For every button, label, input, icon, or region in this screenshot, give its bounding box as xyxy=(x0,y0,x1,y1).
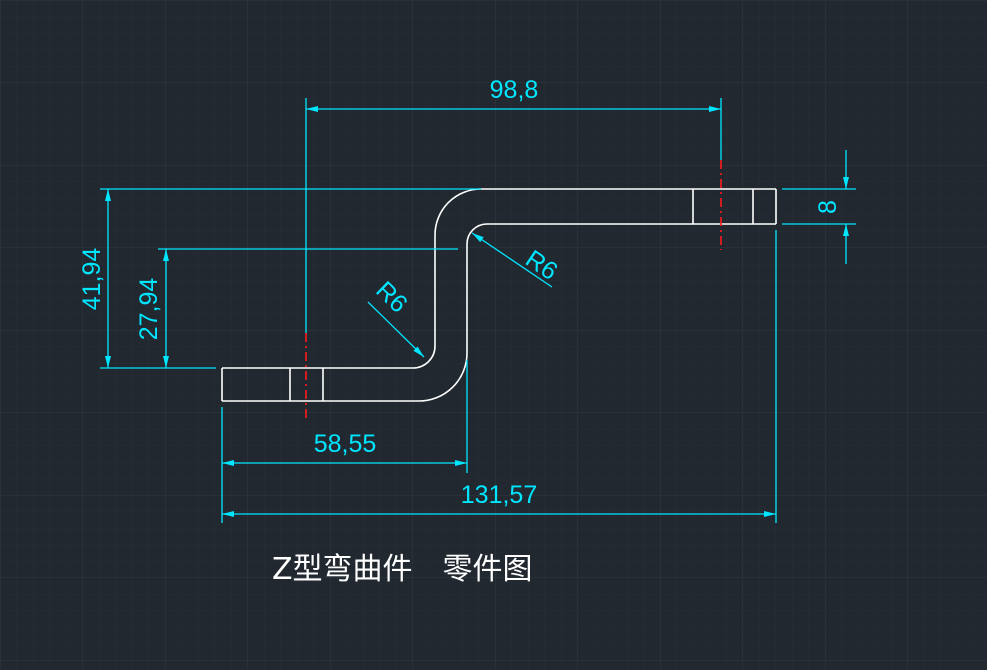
dim-bottom-length-label: 58,55 xyxy=(314,430,377,458)
dim-top-length-label: 98,8 xyxy=(490,76,539,104)
drawing-title: Z型弯曲件 零件图 xyxy=(272,552,533,587)
r6-leader-right xyxy=(471,232,553,288)
part-inner-contour xyxy=(222,223,776,402)
dim-inner-height-label: 27,94 xyxy=(135,278,163,341)
dimensions xyxy=(100,98,856,523)
dim-overall-height-label: 41,94 xyxy=(78,248,106,311)
part-outer-contour xyxy=(222,188,776,369)
dim-thickness-label: 8 xyxy=(814,200,842,214)
r6-leader-left xyxy=(367,301,425,358)
z-bend-part xyxy=(221,188,777,402)
center-lines xyxy=(305,160,722,420)
dim-overall-length-label: 131,57 xyxy=(461,481,537,509)
